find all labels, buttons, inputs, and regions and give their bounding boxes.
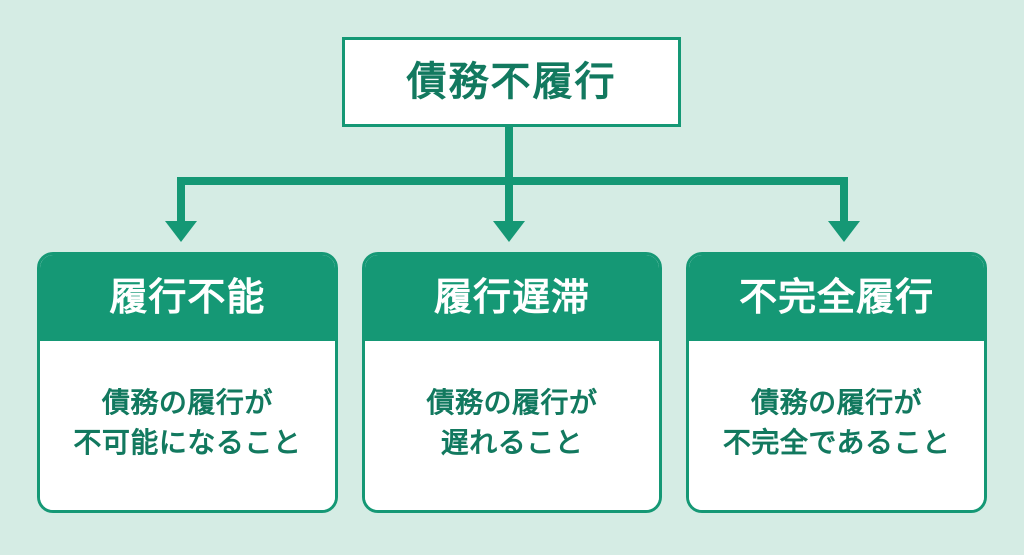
connector-bus bbox=[177, 177, 848, 185]
child-node-card-2: 履行遅滞 債務の履行が 遅れること bbox=[361, 252, 663, 513]
child-node-body-3: 債務の履行が 不完全であること bbox=[689, 341, 985, 510]
child-node-title-2: 履行遅滞 bbox=[434, 277, 591, 319]
root-node-box: 債務不履行 bbox=[342, 37, 681, 127]
root-node-label: 債務不履行 bbox=[406, 60, 617, 104]
connector-drop-right bbox=[840, 177, 848, 225]
child-node-header-3: 不完全履行 bbox=[689, 255, 985, 341]
connector-drop-middle bbox=[505, 177, 513, 225]
arrow-down-icon-left bbox=[165, 221, 197, 242]
arrow-down-icon-middle bbox=[493, 221, 525, 242]
child-node-description-3: 債務の履行が 不完全であること bbox=[722, 386, 951, 458]
child-node-card-3: 不完全履行 債務の履行が 不完全であること bbox=[686, 252, 988, 513]
child-node-header-2: 履行遅滞 bbox=[364, 255, 660, 341]
child-node-description-2: 債務の履行が 遅れること bbox=[426, 386, 598, 458]
connector-drop-left bbox=[177, 177, 185, 225]
child-node-card-1: 履行不能 債務の履行が 不可能になること bbox=[37, 252, 338, 513]
arrow-down-icon-right bbox=[828, 221, 860, 242]
connector-stem bbox=[505, 127, 513, 185]
child-node-description-1: 債務の履行が 不可能になること bbox=[73, 386, 302, 458]
child-node-row: 履行不能 債務の履行が 不可能になること 履行遅滞 債務の履行が 遅れること 不… bbox=[37, 252, 988, 513]
child-node-header-1: 履行不能 bbox=[40, 255, 335, 341]
child-node-title-3: 不完全履行 bbox=[739, 277, 935, 319]
child-node-body-1: 債務の履行が 不可能になること bbox=[40, 341, 335, 510]
child-node-body-2: 債務の履行が 遅れること bbox=[364, 341, 660, 510]
child-node-title-1: 履行不能 bbox=[109, 277, 266, 319]
